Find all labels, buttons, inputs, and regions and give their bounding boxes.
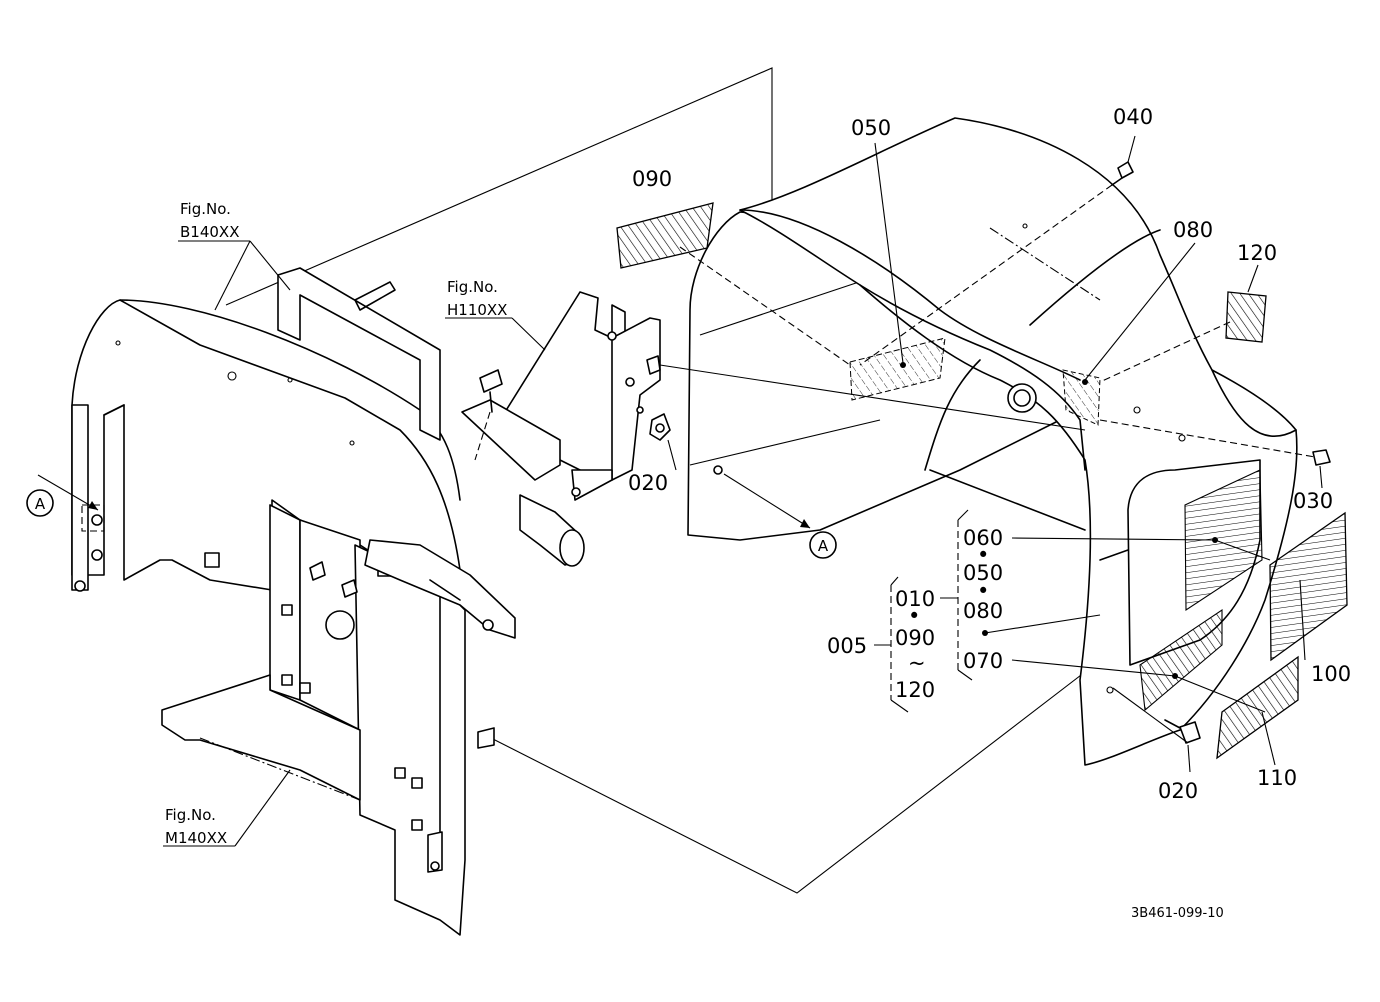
callout-labels: 050 040 090 080 120 020 030 100 110 020 <box>628 105 1351 803</box>
front-frame-assembly <box>71 267 495 936</box>
callout-080: 080 <box>1173 218 1213 242</box>
decal-100 <box>1269 511 1348 662</box>
callout-040: 040 <box>1113 105 1153 129</box>
bolt-030 <box>1312 449 1331 466</box>
fig-ref-h-line1: Fig.No. <box>447 278 498 296</box>
callout-120: 120 <box>1237 241 1277 265</box>
decal-080 <box>1062 369 1101 426</box>
callout-110: 110 <box>1257 766 1297 790</box>
assembly-005: 005 <box>827 634 867 658</box>
assembly-dot-2: • <box>977 543 989 567</box>
assembly-120: 120 <box>895 678 935 702</box>
decal-050 <box>849 337 946 401</box>
steering-bracket <box>364 291 661 639</box>
fig-ref-m-line1: Fig.No. <box>165 806 216 824</box>
assembly-010: 010 <box>895 587 935 611</box>
callout-020-lower: 020 <box>1158 779 1198 803</box>
fig-ref-h-line2: H110XX <box>447 301 507 319</box>
assembly-050: 050 <box>963 561 1003 585</box>
view-marker-right-circle <box>809 531 837 559</box>
view-marker-left: A <box>35 495 46 513</box>
fig-ref-m-line2: M140XX <box>165 829 227 847</box>
assembly-brackets <box>874 509 973 713</box>
assembly-060: 060 <box>963 526 1003 550</box>
bolt-020-lower <box>1179 721 1201 744</box>
decal-110 <box>1216 655 1299 760</box>
view-marker-right: A <box>818 537 829 555</box>
assembly-080: 080 <box>963 599 1003 623</box>
callout-050: 050 <box>851 116 891 140</box>
assembly-070: 070 <box>963 649 1003 673</box>
callout-090: 090 <box>632 167 672 191</box>
view-markers: A A <box>26 489 837 559</box>
figure-references: Fig.No. B140XX Fig.No. H110XX Fig.No. M1… <box>165 200 507 847</box>
fig-ref-b-line1: Fig.No. <box>180 200 231 218</box>
assembly-list: 005 010 • 090 ~ 120 060 • 050 • 080 070 <box>827 526 1003 702</box>
decal-090 <box>616 202 714 269</box>
drawing-code: 3B461-099-10 <box>1131 906 1224 921</box>
view-marker-left-circle <box>26 489 54 517</box>
callout-020-upper: 020 <box>628 471 668 495</box>
callout-100: 100 <box>1311 662 1351 686</box>
decals <box>616 202 1348 760</box>
leader-lines <box>37 135 1323 847</box>
bolt-040 <box>1117 161 1134 179</box>
assembly-dot-1: • <box>908 604 920 628</box>
bolts <box>646 161 1331 744</box>
callout-030: 030 <box>1293 489 1333 513</box>
decal-120 <box>1225 291 1267 343</box>
assembly-dot-3: • <box>977 579 989 603</box>
assembly-tilde: ~ <box>908 651 926 675</box>
assembly-090: 090 <box>895 626 935 650</box>
fig-ref-b-line2: B140XX <box>180 223 239 241</box>
bolt-020-upper <box>649 413 671 441</box>
